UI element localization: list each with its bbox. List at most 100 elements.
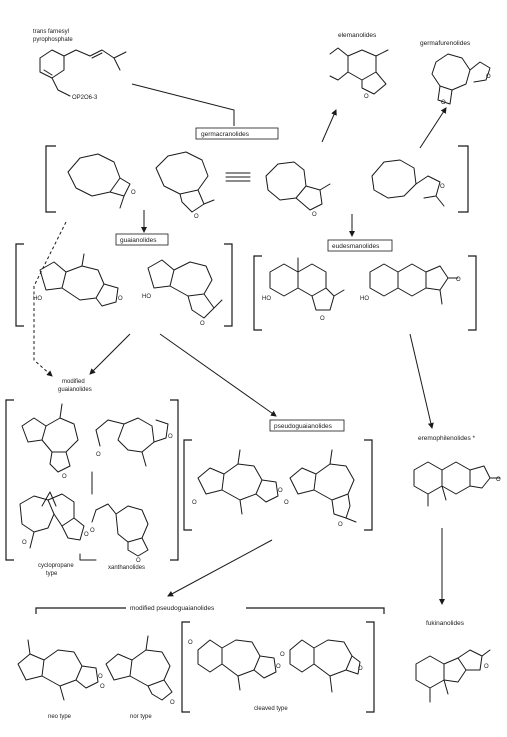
arrow-precursor-to-germacranolides	[131, 83, 235, 126]
pseudoguaianolide2-lactone-o: O	[338, 522, 343, 528]
pyrophosphate-group-label: OP2O6-3	[72, 95, 98, 101]
xanthanolide-o: O	[90, 528, 95, 534]
modified-guaianolide2-o: O	[96, 452, 101, 458]
germacranolide3-o-atom: O	[312, 212, 317, 218]
cyclopropane-type-label-line2: type	[46, 571, 58, 577]
elemanolides-label: elemanolides	[338, 32, 377, 39]
xanthanolides-connector	[79, 553, 97, 561]
cleaved-type1-o: O	[276, 664, 281, 670]
modified-guaianolides-bracket-left	[5, 399, 14, 561]
eremophilenolide-structure	[413, 461, 501, 507]
germacranolide-conformer-3	[265, 161, 331, 211]
elemanolide-o-atom: O	[364, 94, 369, 100]
fukinanolide-structure	[415, 649, 491, 703]
eremophilenolide-o: O	[496, 477, 501, 483]
guaianolide-structure-2	[147, 259, 223, 319]
nor-type-structure	[105, 635, 173, 701]
cleaved-type-structure-2	[289, 639, 361, 693]
cleaved-type1-o-upper: O	[188, 640, 193, 646]
arrow-to-modified-pseudoguaianolides	[167, 539, 273, 597]
germacranolide4-o-atom: O	[440, 184, 445, 190]
pseudoguaianolide1-lactone-o: O	[278, 488, 283, 494]
precursor-label-line1: trans farnesyl	[33, 29, 69, 35]
modified-guaianolide-structure-1	[21, 403, 79, 473]
guaianolide2-o: O	[200, 321, 205, 327]
dashed-arrow-to-modified-guaianolides	[33, 221, 67, 377]
modified-guaianolides-label-line1: modified	[62, 379, 85, 385]
germacranolide2-o-atom: O	[194, 214, 199, 220]
equivalence-sign	[225, 172, 251, 182]
guaianolides-bracket-left	[15, 243, 24, 327]
germafurenolide-structure	[431, 53, 491, 105]
cleaved-type-bracket-right	[366, 621, 375, 713]
guaianolide1-ho: HO	[33, 296, 42, 302]
nor-type-label: nor type	[130, 714, 152, 720]
eudesmanolides-label-box	[327, 239, 393, 252]
cleaved-type-structure-1	[197, 639, 277, 691]
eudesmanolides-bracket-right	[468, 255, 477, 331]
xanthanolides-label: xanthanolides	[108, 565, 145, 571]
germacranolides-label-box	[195, 127, 279, 140]
modified-guaianolides-label-line2: guaianolides	[58, 387, 92, 393]
pseudoguaianolide-structure-2	[289, 449, 357, 523]
nor-type-lactone-o: O	[170, 700, 175, 706]
eudesmanolide-structure-1	[269, 257, 345, 311]
fukinanolide-o: O	[484, 664, 489, 670]
germacranolides-bracket-right	[458, 145, 469, 213]
eudesmanolide1-ho: HO	[262, 296, 271, 302]
germacranolide-structure-2	[155, 151, 215, 213]
neo-type-structure	[17, 639, 99, 701]
guaianolides-label-box	[115, 233, 169, 246]
cyclopropane-lactone-o: O	[84, 532, 89, 538]
modified-pseudoguaianolides-label-text: modified pseudoguaianolides	[130, 605, 215, 612]
guaianolide2-ho: HO	[142, 294, 151, 300]
arrow-to-modified-guaianolides	[89, 333, 131, 375]
pseudoguaianolide-structure-1	[197, 449, 279, 515]
arrow-to-germafurenolides	[419, 107, 447, 149]
pseudoguaianolides-bracket-right	[364, 439, 373, 531]
cleaved-type-label: cleaved type	[254, 706, 288, 712]
eudesmanolide2-ho: HO	[360, 296, 369, 302]
cleaved-type2-o: O	[280, 652, 285, 658]
eudesmanolide-structure-2	[369, 263, 459, 305]
eudesmanolide2-o: O	[456, 277, 461, 283]
modified-guaianolide-structure-2	[95, 417, 169, 467]
guaianolide1-o: O	[118, 296, 123, 302]
modified-guaianolide1-o: O	[62, 474, 67, 480]
xanthanolide-structure	[91, 503, 149, 557]
germafurenolides-label: germafurenolides	[420, 40, 471, 47]
eudesmanolides-bracket-left	[253, 255, 262, 331]
cyclopropane-type-label-line1: cyclopropane	[38, 563, 74, 569]
cyclopropane-type-structure	[19, 491, 85, 549]
label-mask	[126, 603, 246, 612]
germacranolide-conformer-4	[371, 159, 445, 207]
modified-guaianolide2-lactone-o: O	[168, 434, 173, 440]
pseudoguaianolides-label-box	[269, 419, 345, 432]
germacranolide1-o-atom: O	[131, 190, 136, 196]
modified-guaianolides-bracket-right	[170, 399, 179, 561]
arrow-to-elemanolides	[321, 109, 337, 143]
elemanolide-structure	[329, 47, 389, 95]
guaianolides-bracket-right	[224, 243, 233, 327]
germacranolide-structure-1	[67, 153, 131, 209]
xanthanolide-lactone-o: O	[136, 558, 141, 564]
germafurenolide-o-atom: O	[486, 74, 491, 80]
arrow-to-pseudoguaianolides	[159, 333, 277, 417]
eremophilenolides-label: eremophilenolides *	[418, 435, 476, 442]
precursor-label-line2: pyrophosphate	[33, 37, 73, 43]
germacranolides-bracket-left	[45, 145, 56, 213]
arrow-to-eremophilenolides	[409, 333, 434, 429]
guaianolide-structure-1	[39, 253, 119, 307]
cleaved-type-bracket-left	[181, 621, 190, 713]
eudesmanolides-label: eudesmanolides	[332, 243, 380, 250]
neo-type-label: neo type	[48, 714, 72, 720]
pseudoguaianolide2-o: O	[284, 500, 289, 506]
pseudoguaianolides-label: pseudoguaianolides	[274, 423, 333, 430]
germacranolides-label: germacranolides	[201, 131, 250, 138]
guaianolides-label: guaianolides	[120, 237, 157, 244]
eudesmanolide1-o: O	[320, 316, 325, 322]
germafurenolide-lactone-o: O	[441, 100, 446, 106]
fukinanolides-label: fukinanolides	[426, 620, 465, 627]
